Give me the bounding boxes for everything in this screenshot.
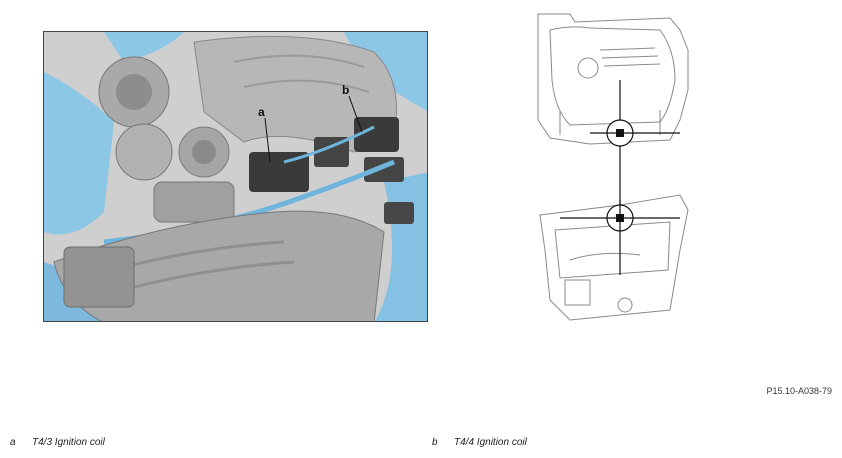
location-marker-top: [616, 129, 624, 137]
engine-illustration: a b: [43, 31, 428, 322]
reference-code: P15.10-A038-79: [766, 386, 832, 396]
legend-label: T4/3 Ignition coil: [32, 437, 105, 448]
legend-key: b: [432, 437, 438, 448]
location-marker-side: [616, 214, 624, 222]
callout-b: b: [342, 83, 349, 97]
engine-drawing: a b: [44, 32, 427, 321]
legend-label: T4/4 Ignition coil: [454, 437, 527, 448]
ignition-coil-a: [249, 152, 309, 192]
legend-item-b: b T4/4 Ignition coil: [432, 437, 527, 448]
legend-key: a: [10, 437, 16, 448]
ignition-coil-b: [354, 117, 399, 152]
callout-a: a: [258, 105, 265, 119]
locator-diagram: [530, 10, 690, 330]
locator-drawing: [537, 13, 689, 321]
legend-item-a: a T4/3 Ignition coil: [10, 437, 105, 448]
